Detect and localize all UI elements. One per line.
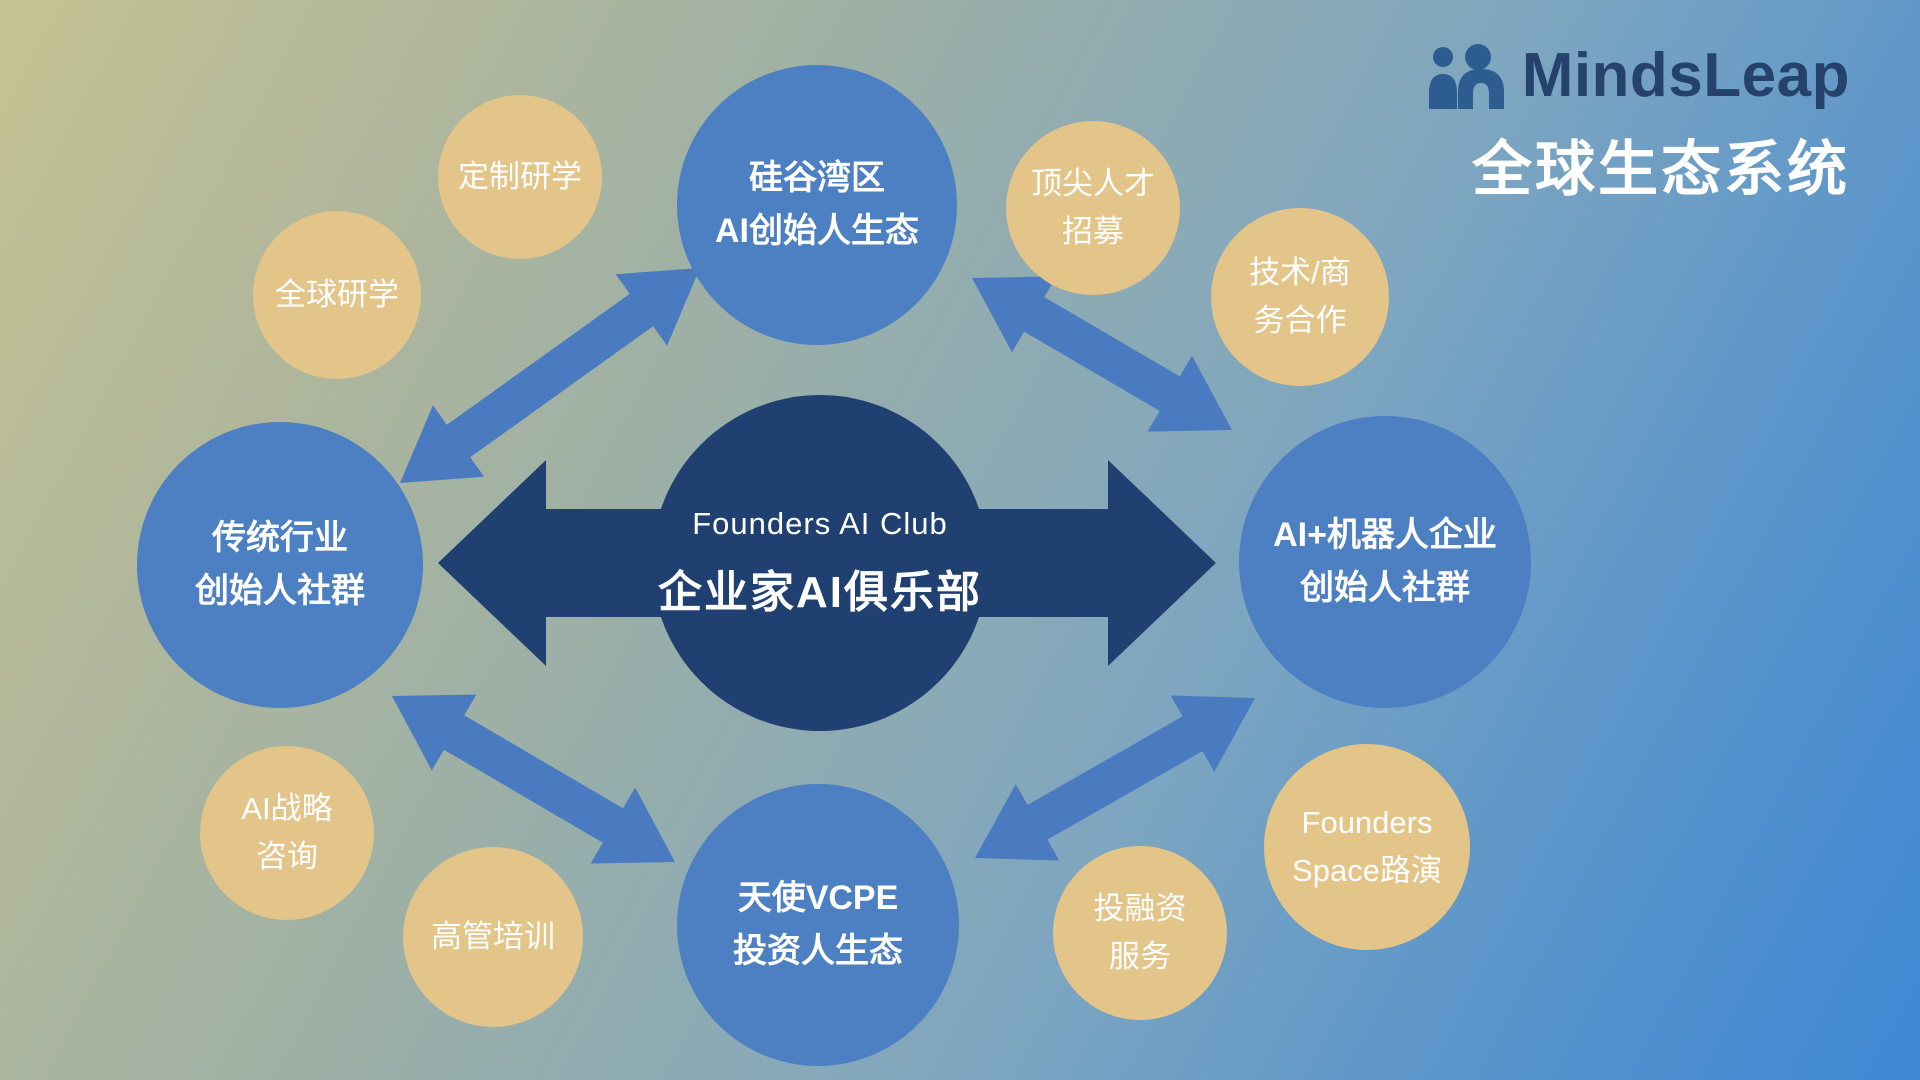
satellite-label-line: 顶尖人才: [1031, 165, 1155, 201]
satellite-label-line: 投融资: [1093, 890, 1187, 926]
hub-label-line: 天使VCPE: [737, 879, 899, 918]
satellite-custom-study: 定制研学: [438, 95, 602, 259]
satellite-label-line: 高管培训: [431, 918, 555, 954]
arrow-left-bottom: [392, 694, 675, 864]
two-people-icon: [1428, 43, 1504, 109]
satellite-investment: 投融资 服务: [1053, 846, 1227, 1020]
hub-label-line: 硅谷湾区: [749, 159, 885, 198]
hub-angel-vcpe: 天使VCPE 投资人生态: [677, 784, 959, 1066]
satellite-ai-strategy: AI战略 咨询: [200, 746, 374, 920]
satellite-label-line: 技术/商: [1249, 254, 1351, 290]
brand-block: MindsLeap 全球生态系统: [1428, 40, 1850, 208]
arrow-left-top: [400, 268, 700, 483]
satellite-label-line: AI战略: [241, 790, 333, 826]
arrow-bottom-right: [975, 695, 1255, 861]
hub-traditional-industry: 传统行业 创始人社群: [137, 422, 423, 708]
brand-wordmark: MindsLeap: [1521, 41, 1850, 110]
satellite-global-study: 全球研学: [253, 211, 421, 379]
center-title-zh: 企业家AI俱乐部: [658, 568, 982, 617]
satellite-tech-biz: 技术/商 务合作: [1211, 208, 1389, 386]
hub-ai-robotics: AI+机器人企业 创始人社群: [1239, 416, 1531, 708]
satellite-label-line: 全球研学: [275, 276, 399, 312]
center-hub-founders-ai-club: Founders AI Club 企业家AI俱乐部: [652, 395, 988, 731]
arrow-top-right: [972, 276, 1232, 432]
satellite-label-line: Space路演: [1292, 853, 1442, 888]
hub-label-line: 创始人社群: [1300, 569, 1470, 607]
hub-label-line: AI+机器人企业: [1273, 516, 1497, 555]
center-title-en: Founders AI Club: [692, 506, 948, 541]
hub-silicon-valley: 硅谷湾区 AI创始人生态: [677, 65, 957, 345]
satellite-label-line: 务合作: [1253, 303, 1347, 338]
brand-subtitle: 全球生态系统: [1472, 136, 1850, 203]
satellite-label-line: 咨询: [256, 839, 318, 874]
satellite-top-talent: 顶尖人才 招募: [1006, 121, 1180, 295]
satellite-label-line: 服务: [1109, 939, 1171, 974]
hub-label-line: AI创始人生态: [715, 212, 919, 250]
hub-label-line: 创始人社群: [195, 572, 365, 610]
satellite-founders-space: Founders Space路演: [1264, 744, 1470, 950]
satellite-exec-training: 高管培训: [403, 847, 583, 1027]
satellite-label-line: Founders: [1301, 804, 1433, 840]
hub-label-line: 投资人生态: [733, 932, 903, 970]
hub-label-line: 传统行业: [212, 519, 348, 558]
satellite-label-line: 招募: [1062, 214, 1124, 249]
satellite-label-line: 定制研学: [458, 158, 582, 194]
